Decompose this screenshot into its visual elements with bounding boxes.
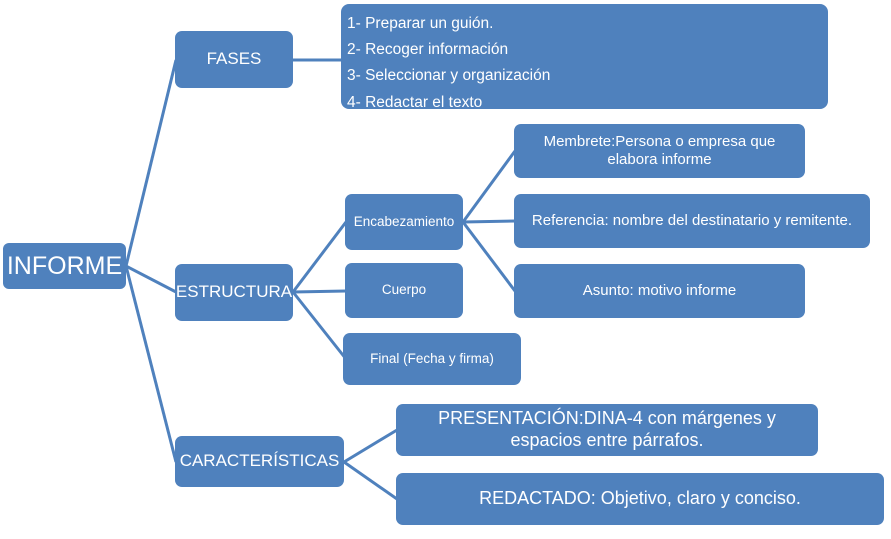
connector-informe-caracteristicas <box>124 265 178 463</box>
connector-encabezamiento-referencia <box>462 219 516 224</box>
connector-estructura-encabezamiento <box>291 221 348 293</box>
connector-informe-fases <box>124 59 178 267</box>
node-fases[interactable]: FASES <box>175 31 293 88</box>
node-cuerpo[interactable]: Cuerpo <box>345 263 463 318</box>
connector-estructura-final <box>291 291 348 360</box>
node-asunto[interactable]: Asunto: motivo informe <box>514 264 805 318</box>
node-estructura[interactable]: ESTRUCTURA <box>175 264 293 321</box>
fases-list-item-2: 2- Recoger información <box>347 41 509 59</box>
node-informe-root[interactable]: INFORME <box>3 243 126 289</box>
node-referencia[interactable]: Referencia: nombre del destinatario y re… <box>514 194 870 248</box>
connector-informe-estructura <box>125 264 177 294</box>
node-encabezamiento[interactable]: Encabezamiento <box>345 194 463 250</box>
connector-encabezamiento-asunto <box>461 221 517 292</box>
node-presentacion[interactable]: PRESENTACIÓN:DINA-4 con márgenes y espac… <box>396 404 818 456</box>
node-caracteristicas[interactable]: CARACTERÍSTICAS <box>175 436 344 487</box>
node-final-fecha-firma[interactable]: Final (Fecha y firma) <box>343 333 521 385</box>
connector-caracteristicas-presentacion <box>343 428 398 464</box>
node-redactado[interactable]: REDACTADO: Objetivo, claro y conciso. <box>396 473 884 525</box>
fases-list-item-4: 4- Redactar el texto <box>347 93 483 111</box>
connector-estructura-cuerpo <box>292 289 347 294</box>
connector-encabezamiento-membrete <box>461 150 517 223</box>
connector-caracteristicas-redactado <box>343 460 398 501</box>
node-fases-detail-list[interactable]: 1- Preparar un guión. 2- Recoger informa… <box>341 4 828 111</box>
fases-list-item-3: 3- Seleccionar y organización <box>347 67 551 85</box>
fases-list-item-1: 1- Preparar un guión. <box>347 15 494 32</box>
node-membrete[interactable]: Membrete:Persona o empresa que elabora i… <box>514 124 805 178</box>
